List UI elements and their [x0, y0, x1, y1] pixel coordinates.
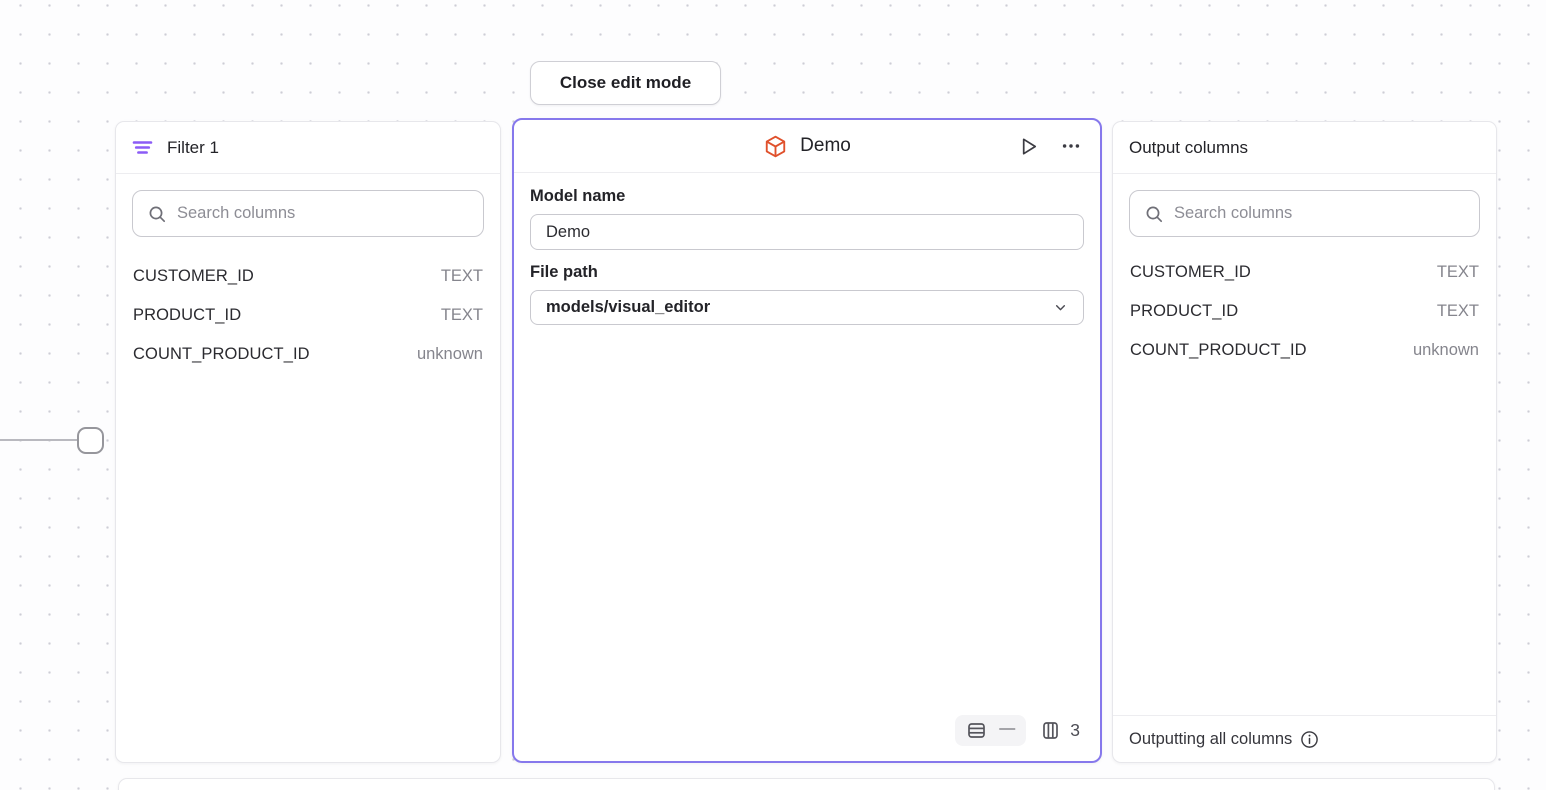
model-panel-body: Model name File path models/visual_edito… [514, 173, 1100, 761]
table-columns-icon [1040, 720, 1061, 741]
filter-panel-title: Filter 1 [167, 137, 219, 157]
column-name: COUNT_PRODUCT_ID [1130, 341, 1307, 359]
column-row[interactable]: CUSTOMER_ID TEXT [117, 257, 499, 296]
cube-icon [763, 134, 788, 159]
model-name-label: Model name [530, 187, 626, 205]
filter-search-input[interactable] [177, 204, 469, 223]
more-options-button[interactable] [1058, 133, 1084, 159]
column-row[interactable]: COUNT_PRODUCT_ID unknown [117, 335, 499, 374]
model-node-panel[interactable]: Demo Model name [512, 118, 1102, 763]
output-search-input[interactable] [1174, 204, 1465, 223]
row-count-stat[interactable]: — [955, 714, 1027, 746]
filter-node-panel[interactable]: Filter 1 CUSTOMER_ID TEXT PRODUCT_ID TEX… [115, 121, 501, 763]
filter-search-box[interactable] [132, 190, 484, 237]
run-model-button[interactable] [1015, 133, 1042, 160]
row-count-value: — [999, 720, 1016, 737]
ellipsis-icon [1060, 135, 1082, 157]
output-column-list: CUSTOMER_ID TEXT PRODUCT_ID TEXT COUNT_P… [1113, 253, 1496, 370]
column-name: CUSTOMER_ID [133, 267, 254, 285]
column-type: unknown [416, 345, 483, 363]
model-panel-title: Demo [800, 135, 851, 156]
file-path-value: models/visual_editor [546, 298, 711, 316]
model-name-input[interactable] [530, 214, 1084, 250]
column-name: CUSTOMER_ID [1130, 263, 1251, 281]
output-panel-header: Output columns [1113, 122, 1496, 174]
column-row[interactable]: PRODUCT_ID TEXT [1114, 292, 1495, 331]
output-columns-panel[interactable]: Output columns CUSTOMER_ID TEXT PRODUCT_… [1112, 121, 1497, 763]
column-name: PRODUCT_ID [133, 306, 242, 324]
column-count-stat[interactable]: 3 [1040, 720, 1080, 741]
output-panel-footer: Outputting all columns [1113, 715, 1496, 762]
output-panel-title: Output columns [1129, 137, 1249, 157]
search-icon [147, 204, 167, 224]
filter-panel-header: Filter 1 [116, 122, 500, 174]
column-name: PRODUCT_ID [1130, 302, 1239, 320]
filter-lines-icon [132, 137, 153, 158]
model-panel-header: Demo [514, 120, 1100, 173]
search-icon [1144, 204, 1164, 224]
model-panel-footer: — 3 [514, 709, 1100, 761]
output-footer-text: Outputting all columns [1129, 729, 1293, 748]
filter-column-list: CUSTOMER_ID TEXT PRODUCT_ID TEXT COUNT_P… [116, 253, 500, 374]
column-type: TEXT [1436, 302, 1479, 320]
table-rows-icon [966, 720, 987, 741]
column-type: unknown [1412, 341, 1479, 359]
play-icon [1017, 135, 1040, 158]
output-search-box[interactable] [1129, 190, 1480, 237]
column-type: TEXT [440, 267, 483, 285]
chevron-down-icon [1052, 299, 1069, 316]
file-path-select[interactable]: models/visual_editor [530, 290, 1084, 325]
connection-handle[interactable] [77, 427, 104, 454]
file-path-label: File path [530, 263, 598, 281]
column-type: TEXT [440, 306, 483, 324]
column-type: TEXT [1436, 263, 1479, 281]
bottom-node-panel[interactable] [118, 778, 1495, 790]
info-icon[interactable] [1300, 730, 1319, 749]
column-name: COUNT_PRODUCT_ID [133, 345, 310, 363]
column-row[interactable]: CUSTOMER_ID TEXT [1114, 253, 1495, 292]
column-row[interactable]: PRODUCT_ID TEXT [117, 296, 499, 335]
column-row[interactable]: COUNT_PRODUCT_ID unknown [1114, 331, 1495, 370]
column-count-value: 3 [1070, 719, 1080, 740]
close-edit-mode-button[interactable]: Close edit mode [530, 61, 721, 105]
connector-edge [0, 439, 78, 441]
